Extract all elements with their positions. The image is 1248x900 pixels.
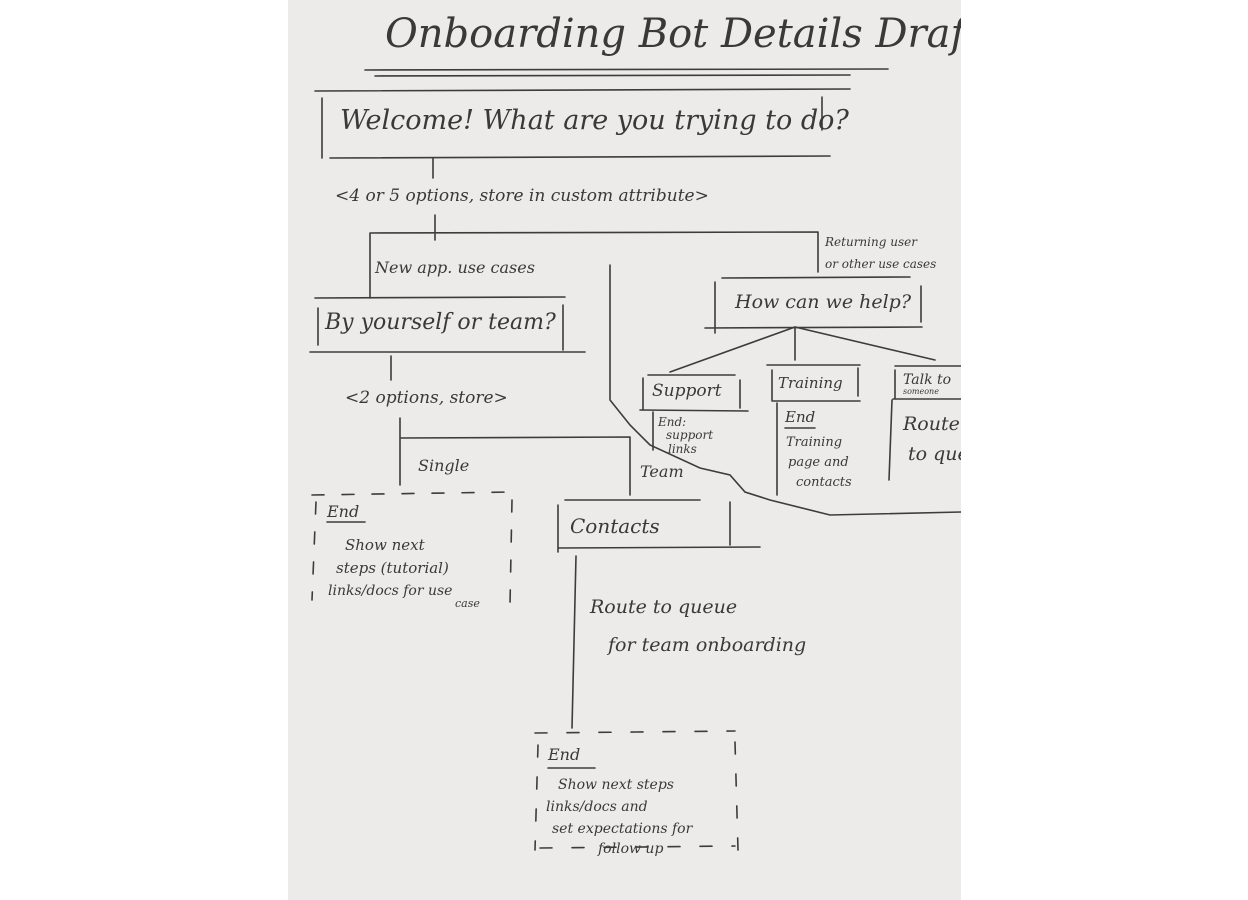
team-end-box: [534, 730, 739, 851]
diagram-title: Onboarding Bot Details Draft: [385, 11, 961, 57]
team-route-line-2: for team onboarding: [608, 634, 807, 656]
team-label: Team: [640, 462, 684, 481]
training-end-line: Training: [786, 435, 843, 450]
branch-returning-label-1: Returning user: [825, 235, 917, 249]
single-end-line: case: [455, 597, 480, 610]
single-end-title: End: [327, 502, 360, 521]
single-label: Single: [418, 456, 470, 475]
support-box-label: Support: [652, 381, 722, 401]
team-end-line: set expectations for: [552, 821, 693, 837]
contacts-connector: [571, 555, 577, 729]
welcome-box: [314, 88, 851, 159]
connectors-top: [369, 157, 819, 299]
branch-returning-label-2: or other use cases: [825, 257, 937, 271]
title-underline: [364, 68, 889, 77]
talk-route-line-1: Route: [903, 413, 960, 435]
training-box: [766, 364, 861, 496]
team-question: By yourself or team?: [325, 310, 556, 335]
support-end-line: links: [668, 442, 697, 456]
training-end-line: contacts: [796, 475, 852, 490]
support-end-line: End:: [658, 415, 687, 429]
training-end-title: End: [785, 408, 816, 426]
support-end-line: support: [666, 428, 714, 442]
team-route-line-1: Route to queue: [590, 596, 738, 618]
flowchart: Onboarding Bot Details Draft Welcome! Wh…: [288, 0, 961, 900]
team-end-title: End: [548, 745, 581, 764]
contacts-box-label: Contacts: [570, 514, 660, 538]
talk-box: [888, 365, 961, 481]
welcome-question: Welcome! What are you trying to do?: [340, 105, 849, 136]
help-box: [704, 276, 923, 334]
single-end-box: [311, 491, 513, 606]
divider-line: [609, 264, 961, 516]
welcome-note: <4 or 5 options, store in custom attribu…: [335, 186, 709, 206]
training-box-label: Training: [778, 374, 843, 392]
branch-new-label: New app. use cases: [375, 258, 535, 277]
single-end-line: Show next: [345, 536, 425, 554]
team-end-line: links/docs and: [546, 799, 648, 815]
team-end-line: Show next steps: [558, 777, 674, 793]
single-end-line: links/docs for use: [328, 583, 453, 599]
paper-sheet: Onboarding Bot Details Draft Welcome! Wh…: [288, 0, 961, 900]
single-end-line: steps (tutorial): [336, 559, 449, 577]
support-box: [639, 374, 749, 451]
connectors-mid: [390, 355, 631, 496]
talk-box-label-2: someone: [903, 387, 939, 396]
contacts-box: [557, 499, 761, 553]
end-underlines: [326, 427, 816, 769]
help-question: How can we help?: [735, 291, 912, 313]
talk-box-label-1: Talk to: [903, 372, 952, 388]
training-end-line: page and: [788, 455, 849, 470]
team-question-note: <2 options, store>: [345, 388, 508, 408]
talk-route-line-2: to queue: [908, 443, 961, 465]
team-question-box: [309, 296, 586, 353]
diagram-lines: [309, 68, 961, 851]
help-branches: [669, 326, 936, 373]
team-end-line: follow up: [598, 841, 664, 857]
